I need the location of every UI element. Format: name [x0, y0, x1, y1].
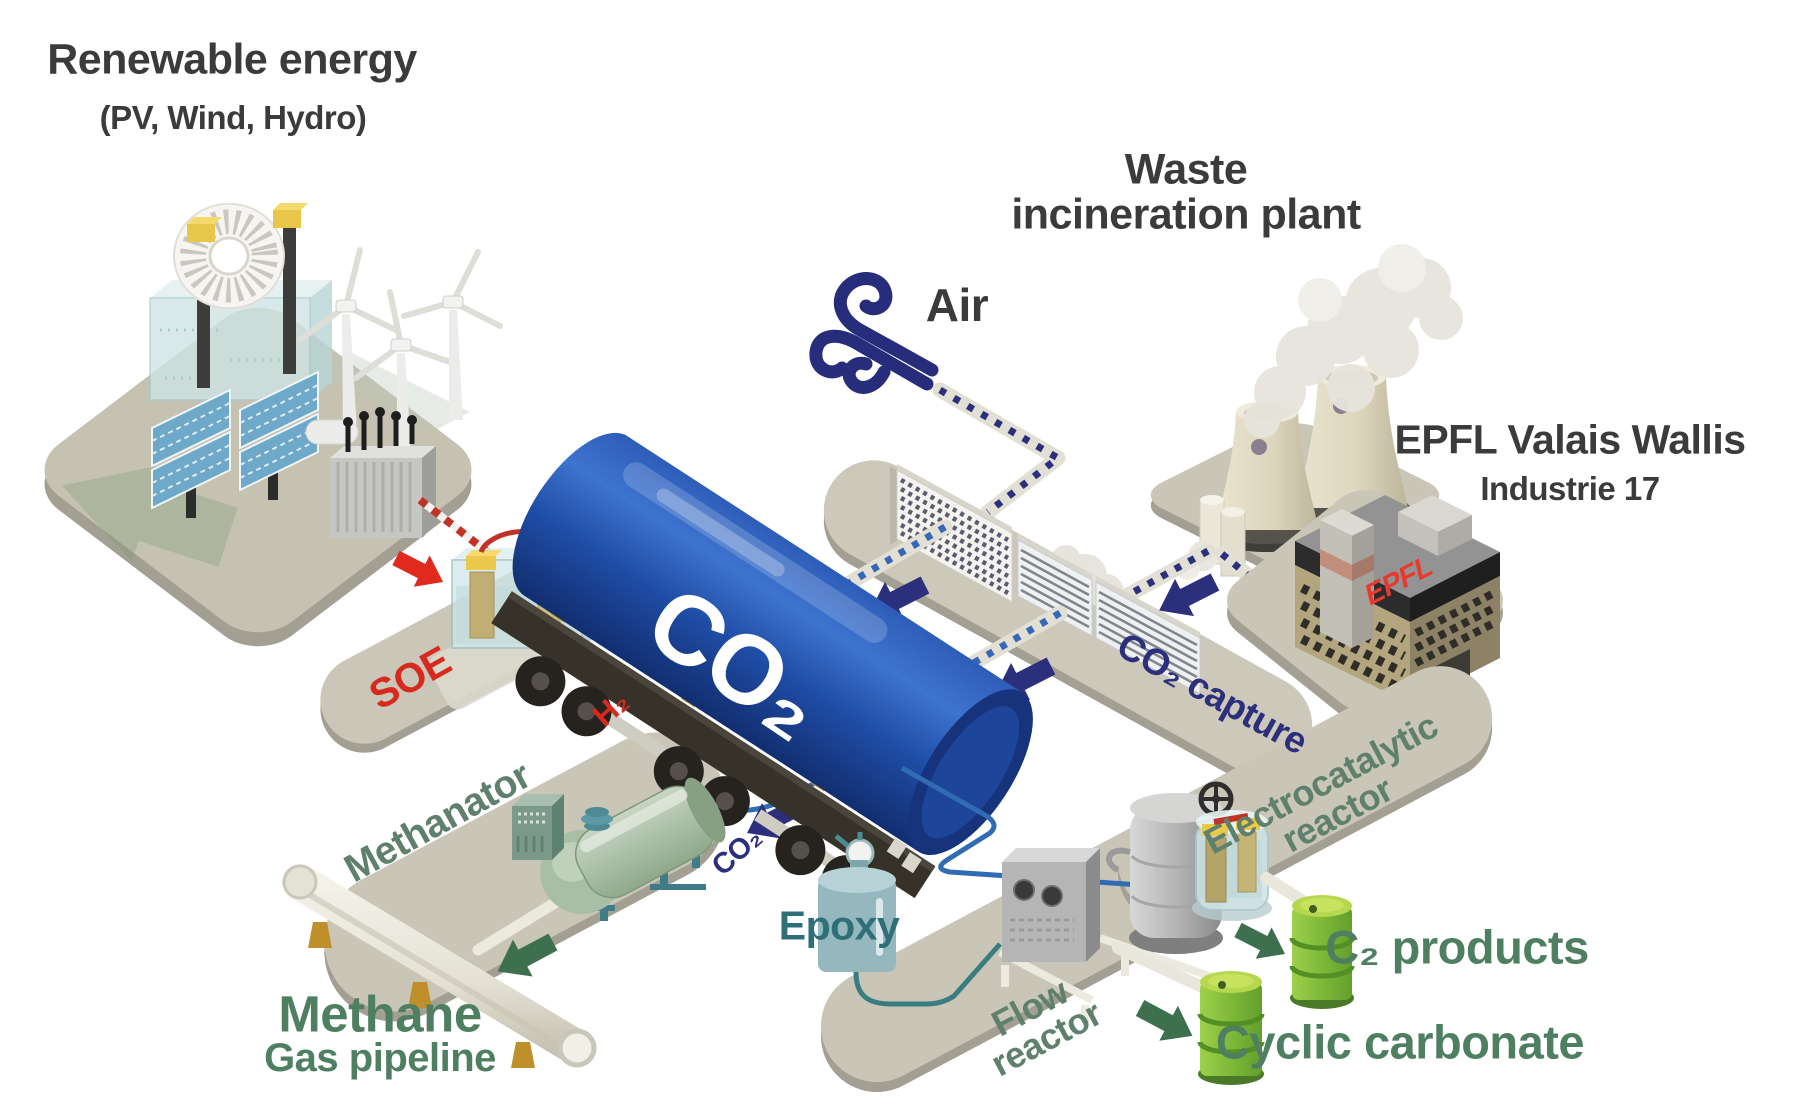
methanator-machine — [512, 777, 726, 921]
smoke-plume — [1244, 244, 1463, 438]
power-cable — [417, 496, 493, 558]
methane-title: Methane — [278, 985, 482, 1043]
barrel-cyclic-carbonate — [1197, 971, 1265, 1085]
methane-subtitle: Gas pipeline — [264, 1036, 496, 1081]
co2-tank-car — [491, 432, 1033, 906]
electrocatalytic-cell — [1192, 810, 1272, 921]
solar-panels — [151, 370, 319, 518]
methanator-cabinet — [512, 794, 564, 860]
epfl-site — [1227, 490, 1503, 723]
waste-plant-title-line1: Waste — [1124, 145, 1248, 194]
renewable-energy-subtitle: (PV, Wind, Hydro) — [99, 98, 367, 136]
hydro-turbine — [149, 202, 332, 401]
air-duct — [932, 382, 1066, 520]
carbonate-arrow — [1130, 990, 1202, 1054]
wind-icon — [809, 272, 939, 394]
epfl-subtitle: Industrie 17 — [1480, 469, 1660, 507]
epoxy-tank — [818, 832, 896, 972]
valve-dome-icon — [581, 807, 613, 831]
co2-capture-station — [696, 382, 1313, 786]
c2-products-label: C₂ products — [1325, 920, 1589, 974]
epfl-title: EPFL Valais Wallis — [1394, 416, 1746, 463]
waste-incineration-plant — [1150, 244, 1463, 580]
air-label: Air — [925, 279, 989, 332]
epoxy-label: Epoxy — [778, 902, 900, 949]
waste-plant-title: Waste incineration plant — [1011, 145, 1361, 238]
renewable-energy-title: Renewable energy — [47, 35, 417, 84]
cyclic-carbonate-label: Cyclic carbonate — [1215, 1015, 1585, 1069]
capture-wall-louver — [1017, 534, 1201, 695]
epoxy-line — [853, 942, 1002, 1007]
transformer — [305, 407, 493, 558]
chimney — [1320, 509, 1374, 648]
waste-plant-title-line2: incineration plant — [1011, 190, 1361, 238]
wind-turbines — [297, 247, 503, 452]
c2-arrow — [1230, 914, 1294, 970]
barrel-c2-products — [1289, 895, 1355, 1009]
methane-pipeline — [282, 864, 597, 1068]
capture-wall-filter — [890, 464, 1013, 603]
